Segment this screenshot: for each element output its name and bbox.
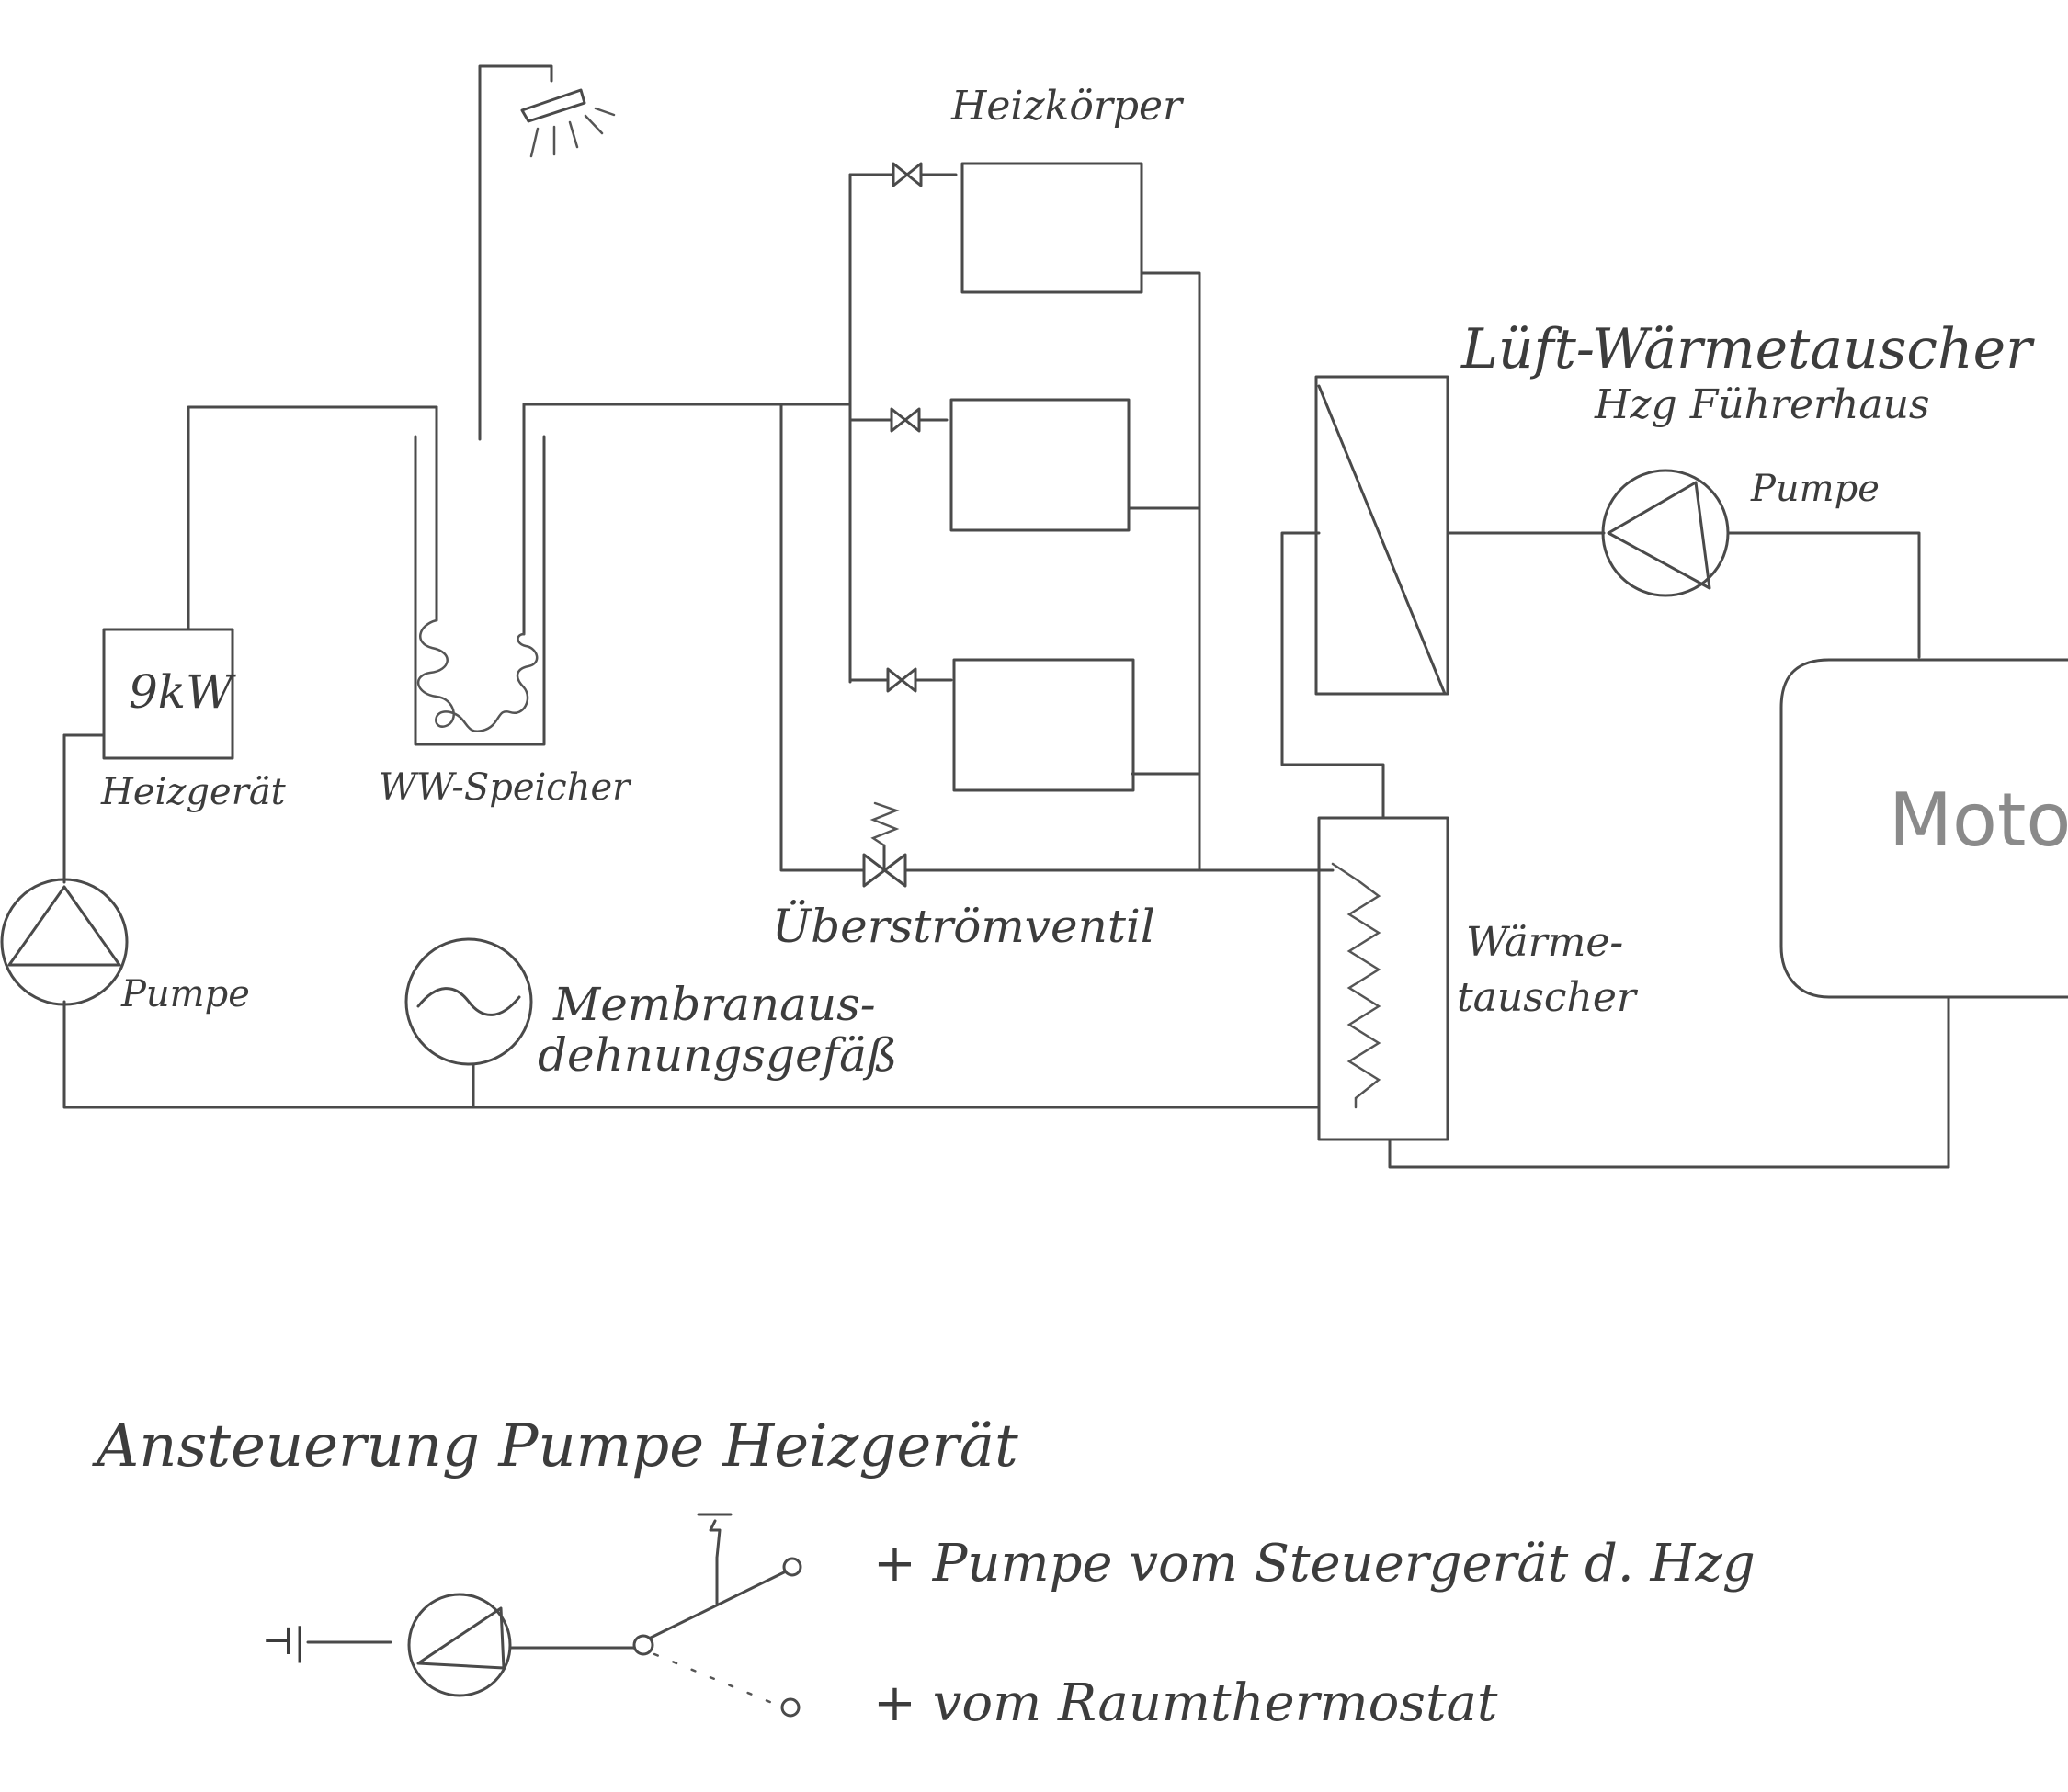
label-expansion-vessel: Membranaus-	[552, 978, 876, 1031]
heater	[102, 628, 234, 760]
label-heater-power: 9kW	[129, 665, 236, 719]
label-air-heat-exchanger-sub: Hzg Führerhaus	[1594, 381, 1930, 428]
label-overflow-valve: Überströmventil	[772, 899, 1155, 953]
radiator-3	[952, 658, 1135, 792]
piping	[62, 64, 1335, 1109]
label-heater: Heizgerät	[100, 771, 287, 813]
hot-water-tank	[414, 403, 546, 746]
label-motor: Motor	[1889, 777, 2068, 863]
label-heat-exchanger-sub: tauscher	[1457, 974, 1639, 1021]
control-title: Ansteuerung Pumpe Heizgerät	[92, 1412, 1018, 1480]
switch-terminal-1	[782, 1557, 802, 1577]
motor	[1779, 658, 2068, 1169]
radiators	[949, 162, 1143, 792]
pump-left-icon	[0, 878, 129, 1006]
heat-exchanger	[1280, 531, 1950, 1169]
ground-symbol: ⊣|	[262, 1621, 306, 1663]
shower-head-icon	[520, 88, 616, 158]
air-heat-exchanger	[1314, 375, 1606, 696]
pump-top-icon	[1601, 469, 1921, 659]
expansion-vessel-icon	[404, 937, 533, 1109]
control-wiring: ⊣|	[262, 1513, 802, 1718]
label-heat-exchanger: Wärme-	[1466, 919, 1623, 966]
label-hot-water-tank: WW-Speicher	[379, 766, 632, 809]
switch-common-terminal	[632, 1634, 654, 1656]
control-option-1: + Pumpe vom Steuergerät d. Hzg	[873, 1534, 1756, 1594]
label-pump-left: Pumpe	[120, 973, 250, 1015]
radiator-valves	[886, 162, 923, 693]
pump-control-icon	[407, 1593, 512, 1697]
label-radiators: Heizkörper	[950, 83, 1185, 130]
radiator-1	[960, 162, 1143, 294]
label-expansion-vessel-sub: dehnungsgefäß	[538, 1028, 897, 1082]
switch-terminal-2	[780, 1697, 801, 1718]
label-air-heat-exchanger: Lüft-Wärmetauscher	[1460, 317, 2035, 381]
overflow-valve-icon	[862, 801, 907, 888]
label-pump-top: Pumpe	[1750, 468, 1880, 510]
control-option-2: + vom Raumthermostat	[873, 1673, 1498, 1733]
radiator-2	[949, 398, 1131, 532]
